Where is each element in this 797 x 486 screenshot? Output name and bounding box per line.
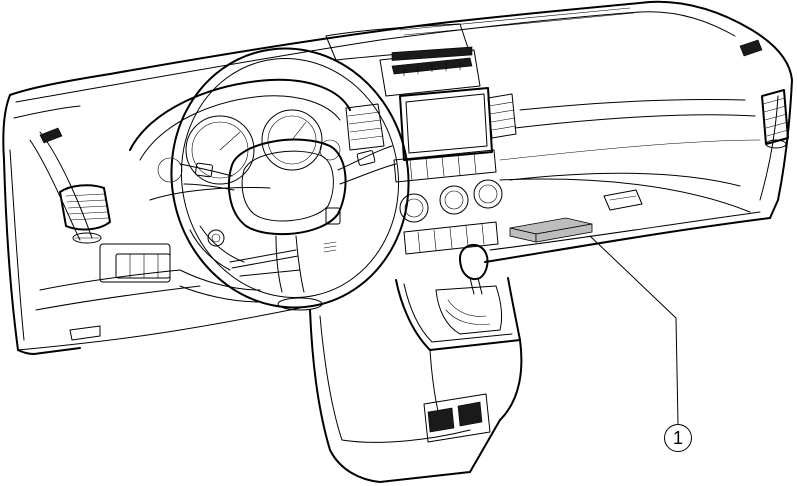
instrument-cluster — [129, 78, 351, 201]
steering-column — [179, 225, 323, 311]
lower-console — [309, 309, 523, 483]
callout-1: 1 — [664, 424, 692, 452]
left-air-vent — [59, 184, 111, 244]
center-console — [395, 243, 521, 351]
callout-leader-line — [589, 235, 679, 425]
center-right-vent — [487, 93, 517, 139]
steering-wheel — [170, 47, 410, 309]
highlighted-component — [509, 217, 593, 243]
callout-1-label: 1 — [672, 428, 683, 448]
dashboard-top-panel — [9, 0, 793, 263]
right-air-vent — [739, 39, 789, 149]
glovebox — [509, 172, 741, 211]
center-left-vent — [345, 103, 385, 151]
head-unit — [325, 23, 503, 255]
dashboard-left-side — [2, 94, 301, 355]
